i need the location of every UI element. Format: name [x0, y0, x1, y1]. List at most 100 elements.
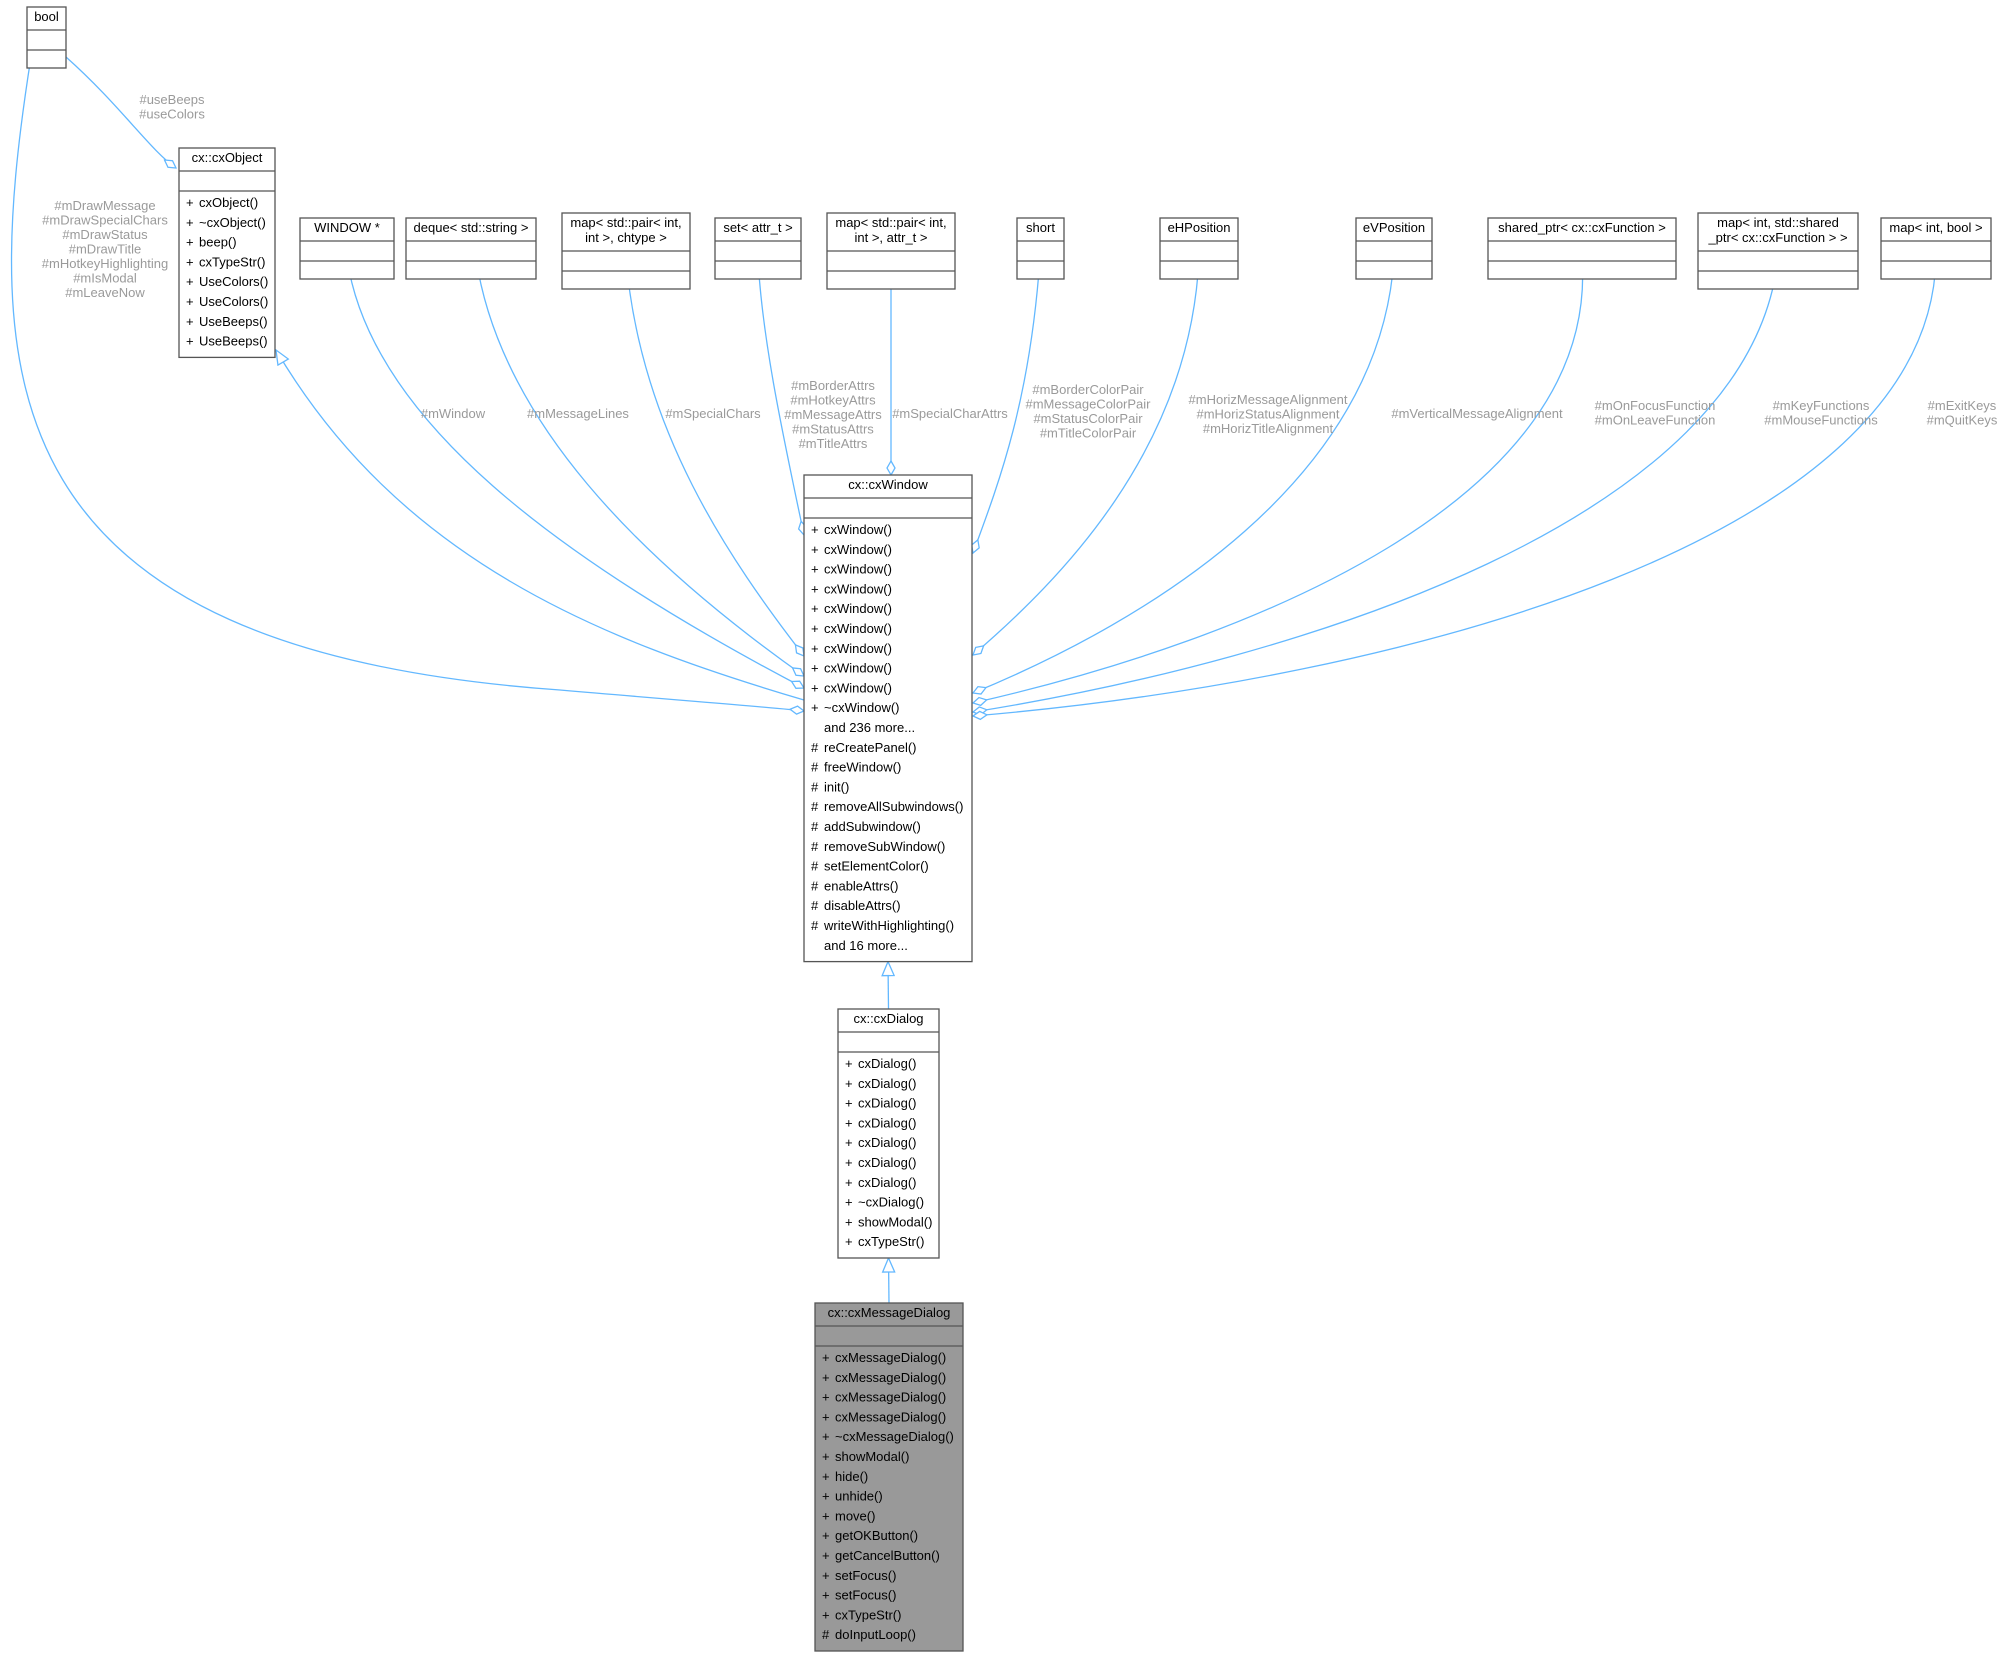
class-box-frame	[299, 217, 395, 280]
member-visibility: +	[811, 522, 819, 537]
member-visibility: +	[186, 334, 194, 349]
member-visibility: +	[822, 1350, 830, 1365]
member-name: cxMessageDialog()	[835, 1390, 946, 1405]
class-name: cx::cxWindow	[848, 477, 928, 492]
member-visibility: #	[811, 878, 819, 893]
edge-label-map_chtype: #mSpecialChars	[665, 406, 761, 421]
member-name: enableAttrs()	[824, 878, 898, 893]
class-box-map_bool[interactable]: map< int, bool >	[1880, 217, 1992, 280]
class-name: int >, chtype >	[585, 230, 667, 245]
member-name: and 236 more...	[824, 720, 915, 735]
class-box-shared_fn[interactable]: shared_ptr< cx::cxFunction >	[1487, 217, 1677, 280]
member-name: setElementColor()	[824, 859, 929, 874]
member-visibility: +	[811, 700, 819, 715]
member-name: cxMessageDialog()	[835, 1370, 946, 1385]
edge-label-evpos: #mVerticalMessageAlignment	[1391, 406, 1563, 421]
class-name: _ptr< cx::cxFunction > >	[1707, 230, 1847, 245]
edge-label-line: #mTitleColorPair	[1040, 426, 1137, 441]
class-box-frame	[714, 217, 802, 280]
member-visibility: +	[845, 1214, 853, 1229]
member-name: cxWindow()	[824, 621, 892, 636]
class-box-ehpos[interactable]: eHPosition	[1159, 217, 1239, 280]
member-visibility: +	[822, 1568, 830, 1583]
member-name: and 16 more...	[824, 938, 908, 953]
class-box-cxDialog[interactable]: cx::cxDialog+cxDialog()+cxDialog()+cxDia…	[837, 1008, 940, 1259]
class-name: set< attr_t >	[723, 220, 792, 235]
member-name: cxDialog()	[858, 1056, 917, 1071]
edge-label-window_ptr: #mWindow	[421, 406, 486, 421]
class-box-bool[interactable]: bool	[26, 6, 67, 69]
member-visibility: +	[186, 254, 194, 269]
edge-label-line: #mMessageAttrs	[784, 407, 882, 422]
edge-label-line: #useBeeps	[139, 92, 205, 107]
edge-cxdialog-cxwindow	[888, 962, 889, 1010]
edge-label-line: #mHotkeyAttrs	[790, 393, 876, 408]
edge-setattr-cxwindow	[757, 257, 804, 535]
member-visibility: +	[811, 542, 819, 557]
member-name: cxWindow()	[824, 562, 892, 577]
member-name: cxDialog()	[858, 1155, 917, 1170]
member-name: cxWindow()	[824, 581, 892, 596]
member-name: move()	[835, 1508, 875, 1523]
edge-label-line: #mDrawMessage	[54, 198, 155, 213]
edge-label-line: #mStatusAttrs	[792, 422, 874, 437]
member-name: cxDialog()	[858, 1175, 917, 1190]
class-box-evpos[interactable]: eVPosition	[1355, 217, 1433, 280]
class-box-cxWindow[interactable]: cx::cxWindow+cxWindow()+cxWindow()+cxWin…	[803, 474, 973, 963]
edge-label-line: #mIsModal	[73, 271, 137, 286]
member-name: cxWindow()	[824, 680, 892, 695]
member-name: cxDialog()	[858, 1076, 917, 1091]
member-visibility: #	[811, 760, 819, 775]
member-name: UseColors()	[199, 294, 268, 309]
member-name: cxObject()	[199, 195, 258, 210]
class-box-cxMessageDialog[interactable]: cx::cxMessageDialog+cxMessageDialog()+cx…	[814, 1302, 964, 1652]
edge-label-ehpos: #mHorizMessageAlignment#mHorizStatusAlig…	[1189, 392, 1348, 436]
edge-evpos-cxwindow	[973, 257, 1395, 693]
class-box-map_attr[interactable]: map< std::pair< int,int >, attr_t >	[826, 212, 956, 290]
class-box-cxObject[interactable]: cx::cxObject+ cxObject()+ ~cxObject()+ beep…	[178, 147, 276, 359]
member-name: cxWindow()	[824, 601, 892, 616]
member-name: ~cxMessageDialog()	[835, 1429, 954, 1444]
edge-label-line: #mMessageLines	[527, 406, 629, 421]
edge-label-use_beeps: #useBeeps#useColors	[139, 92, 205, 122]
member-visibility: +	[811, 601, 819, 616]
edge-label-line: #mOnFocusFunction	[1595, 398, 1716, 413]
member-name: cxTypeStr()	[199, 254, 265, 269]
member-name: getOKButton()	[835, 1528, 918, 1543]
member-name: getCancelButton()	[835, 1548, 940, 1563]
class-box-frame	[1159, 217, 1239, 280]
class-name: cx::cxMessageDialog	[828, 1305, 951, 1320]
edge-sharedfn-cxwindow	[973, 257, 1584, 703]
member-name: UseBeeps()	[199, 314, 268, 329]
member-visibility: #	[811, 898, 819, 913]
class-name: bool	[34, 9, 59, 24]
class-name: cx::cxObject	[192, 150, 263, 165]
edge-bool-cxobject	[65, 56, 176, 168]
member-name: disableAttrs()	[824, 898, 901, 913]
member-name: beep()	[199, 235, 237, 250]
member-name: ~cxObject()	[199, 215, 266, 230]
member-name: removeSubWindow()	[824, 839, 945, 854]
class-box-frame	[405, 217, 537, 280]
class-box-map_chtype[interactable]: map< std::pair< int,int >, chtype >	[561, 212, 691, 290]
member-visibility: +	[186, 314, 194, 329]
member-name: cxMessageDialog()	[835, 1350, 946, 1365]
class-box-window_ptr[interactable]: WINDOW *	[299, 217, 395, 280]
edge-label-line: #mHorizStatusAlignment	[1196, 407, 1339, 422]
member-name: doInputLoop()	[835, 1627, 916, 1642]
edge-label-line: #mVerticalMessageAlignment	[1391, 406, 1563, 421]
class-box-deque[interactable]: deque< std::string >	[405, 217, 537, 280]
member-name: unhide()	[835, 1489, 883, 1504]
member-visibility: +	[845, 1096, 853, 1111]
member-name: ~cxWindow()	[824, 700, 900, 715]
class-box-map_shared[interactable]: map< int, std::shared_ptr< cx::cxFunctio…	[1697, 212, 1859, 290]
class-box-frame	[1016, 217, 1065, 280]
edge-label-map_attr: #mSpecialCharAttrs	[892, 406, 1008, 421]
edge-label-line: #mQuitKeys	[1927, 413, 1998, 428]
member-visibility: +	[811, 562, 819, 577]
edge-label-short: #mBorderColorPair#mMessageColorPair#mSta…	[1026, 382, 1152, 441]
member-visibility: +	[822, 1588, 830, 1603]
class-box-short[interactable]: short	[1016, 217, 1065, 280]
member-visibility: +	[811, 661, 819, 676]
class-box-set_attr[interactable]: set< attr_t >	[714, 217, 802, 280]
